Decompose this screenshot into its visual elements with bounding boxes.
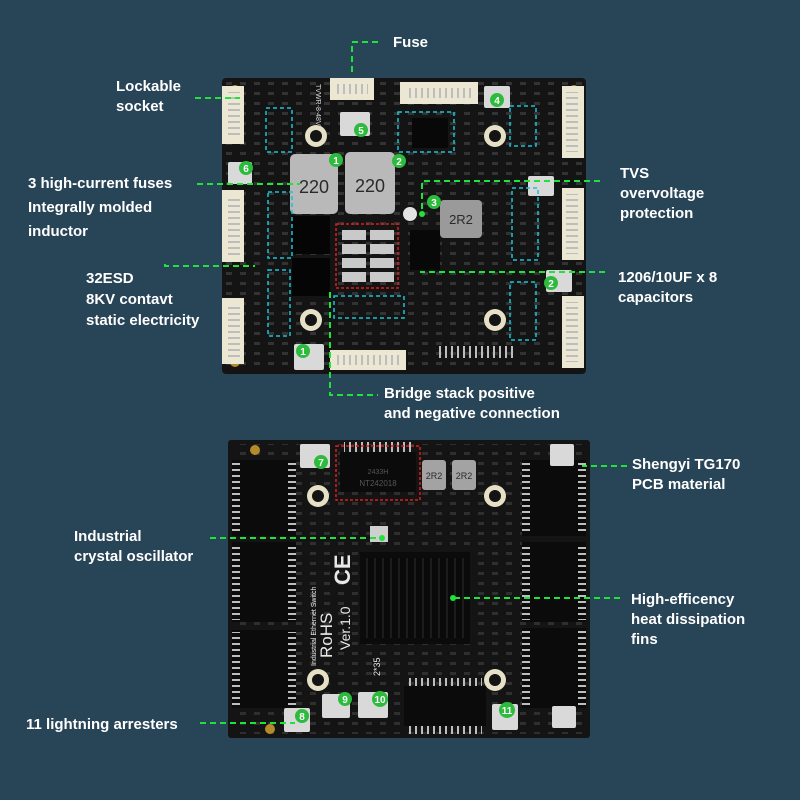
badge: 8 xyxy=(295,709,309,723)
heat-sink-chip xyxy=(360,552,470,644)
silk-model-text: TVWR-8-48V xyxy=(314,84,321,126)
red-highlight-box xyxy=(335,445,421,501)
magnetics-module xyxy=(232,460,296,708)
lightning-arrester xyxy=(550,444,574,466)
leader-dot xyxy=(419,211,425,217)
mounting-hole xyxy=(484,125,506,147)
top-socket-wide xyxy=(400,82,478,104)
badge: 1 xyxy=(296,344,310,358)
chip-marking: NT242018 xyxy=(359,479,397,488)
badge: 7 xyxy=(314,455,328,469)
svg-text:11: 11 xyxy=(502,706,513,717)
svg-text:8: 8 xyxy=(299,712,305,723)
svg-text:RoHS: RoHS xyxy=(317,613,336,658)
svg-text:10: 10 xyxy=(374,695,386,706)
svg-text:7: 7 xyxy=(318,458,324,469)
svg-text:2: 2 xyxy=(396,157,402,168)
badge: 4 xyxy=(490,93,504,107)
svg-text:1: 1 xyxy=(333,156,339,167)
power-ic xyxy=(292,216,330,254)
top-socket-small xyxy=(330,78,374,100)
svg-text:2: 2 xyxy=(548,279,554,290)
leader-lines xyxy=(164,41,627,724)
mounting-hole xyxy=(484,485,506,507)
bottom-pcb-board: NT242018 2433H 2R2 2R2 xyxy=(228,440,590,738)
top-pcb-board: 220 220 2R2 xyxy=(222,78,586,374)
svg-text:1: 1 xyxy=(300,347,306,358)
crystal-oscillator xyxy=(370,526,388,542)
badge: 5 xyxy=(354,123,368,137)
badge: 6 xyxy=(239,161,253,175)
silk-labels: Industrial Ethernet Switch RoHS xyxy=(311,587,336,666)
label-fuse: Fuse xyxy=(393,34,429,51)
controller-ic xyxy=(410,230,440,270)
leader-dot xyxy=(450,595,456,601)
badge: 3 xyxy=(427,195,441,209)
svg-text:2R2: 2R2 xyxy=(456,471,473,481)
mounting-hole xyxy=(484,669,506,691)
svg-text:Industrial Ethernet Switch: Industrial Ethernet Switch xyxy=(311,587,318,666)
mounting-hole xyxy=(307,669,329,691)
bottom-socket xyxy=(330,350,406,370)
leader-dot xyxy=(379,535,385,541)
inductor-marking: 220 xyxy=(299,177,329,197)
svg-text:4: 4 xyxy=(494,96,500,107)
badge: 2 xyxy=(544,276,558,290)
svg-text:5: 5 xyxy=(358,126,364,137)
chip-date: 2433H xyxy=(368,469,389,476)
capacitor-array xyxy=(335,223,399,289)
lightning-arrester xyxy=(552,706,576,728)
badge: 2 xyxy=(392,154,406,168)
mounting-hole xyxy=(307,485,329,507)
led-row xyxy=(436,346,516,358)
badge: 9 xyxy=(338,692,352,706)
mounting-hole xyxy=(305,125,327,147)
lockable-socket xyxy=(562,296,584,368)
lockable-socket xyxy=(222,298,244,364)
svg-text:9: 9 xyxy=(342,695,348,706)
inductor-marking: 2R2 xyxy=(449,212,473,227)
badge: 1 xyxy=(329,153,343,167)
inductor-3: 2R2 xyxy=(440,200,482,238)
lockable-socket xyxy=(222,86,244,144)
inductor-2: 220 xyxy=(345,152,395,214)
controller-ic xyxy=(412,118,448,148)
mounting-hole xyxy=(300,309,322,331)
tvs-component xyxy=(528,176,554,196)
magnetics-module xyxy=(522,460,586,708)
inductor-1: 220 xyxy=(290,154,338,214)
lockable-socket xyxy=(562,188,584,260)
silk-code: 2*35 xyxy=(372,657,382,676)
bottom-inductor: 2R2 xyxy=(422,460,446,490)
badge: 10 xyxy=(372,691,388,707)
top-chip: NT242018 2433H xyxy=(340,442,416,492)
bottom-inductor: 2R2 xyxy=(452,460,476,490)
svg-text:2R2: 2R2 xyxy=(426,471,443,481)
label-lightning-arresters: 11 lightning arresters xyxy=(26,716,178,733)
bottom-chip xyxy=(404,678,486,734)
cyan-highlight-boxes xyxy=(265,105,539,341)
silk-version: Ver.1.0 xyxy=(337,606,353,650)
led xyxy=(403,207,417,221)
power-ic xyxy=(292,258,330,296)
svg-text:3: 3 xyxy=(431,198,437,209)
svg-text:6: 6 xyxy=(243,164,249,175)
lockable-socket xyxy=(222,190,244,262)
lockable-socket xyxy=(562,86,584,158)
mounting-hole xyxy=(484,309,506,331)
inductor-marking: 220 xyxy=(355,176,385,196)
silk-ce-mark: CE xyxy=(330,554,355,585)
badge: 11 xyxy=(499,702,515,718)
